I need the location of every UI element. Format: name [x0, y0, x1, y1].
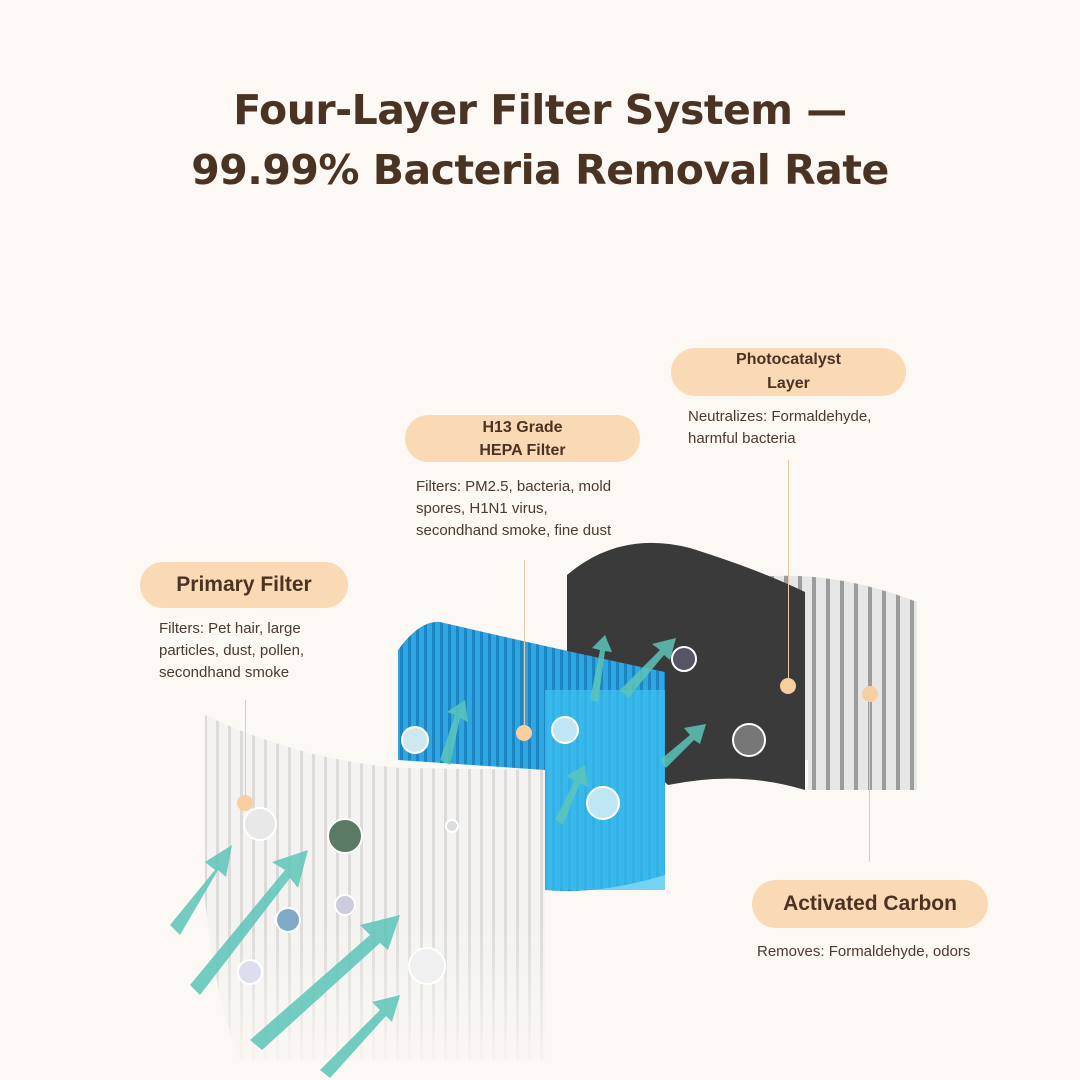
primary-marker-dot — [237, 795, 253, 811]
activated-carbon-description: Removes: Formaldehyde, odors — [757, 941, 970, 963]
desc-line: Filters: PM2.5, bacteria, mold — [416, 478, 612, 495]
hepa-filter-description: Filters: PM2.5, bacteria, mold spores, H… — [416, 476, 611, 542]
carbon-leader-line — [869, 702, 870, 862]
photocatalyst-description: Neutralizes: Formaldehyde, harmful bacte… — [688, 406, 871, 450]
hepa-marker-dot — [516, 725, 532, 741]
carbon-title: Activated Carbon — [783, 892, 957, 915]
photocatalyst-leader-line — [788, 460, 789, 680]
hepa-filter-label: H13 Grade HEPA Filter — [405, 415, 640, 462]
desc-line: Neutralizes: Formaldehyde, — [688, 408, 872, 425]
particle-icons — [237, 646, 766, 985]
hepa-title-line1: H13 Grade — [482, 418, 563, 436]
photocatalyst-label: Photocatalyst Layer — [671, 348, 906, 396]
primary-filter-description: Filters: Pet hair, large particles, dust… — [159, 618, 304, 684]
primary-filter-label: Primary Filter — [140, 562, 348, 608]
photocatalyst-marker-dot — [780, 678, 796, 694]
airflow-arrows — [170, 635, 706, 1078]
hepa-leader-line — [524, 560, 525, 726]
photocatalyst-title-line2: Layer — [767, 375, 810, 392]
desc-line: particles, dust, pollen, — [159, 642, 305, 659]
carbon-marker-dot — [862, 686, 878, 702]
hepa-title-line2: HEPA Filter — [479, 441, 566, 459]
desc-line: harmful bacteria — [688, 430, 796, 447]
photocatalyst-title-line1: Photocatalyst — [736, 351, 841, 368]
desc-line: Filters: Pet hair, large — [159, 620, 301, 637]
primary-filter-title: Primary Filter — [176, 573, 312, 596]
desc-line: Removes: Formaldehyde, odors — [757, 943, 971, 960]
activated-carbon-label: Activated Carbon — [752, 880, 988, 928]
desc-line: secondhand smoke, fine dust — [416, 522, 612, 539]
page-title-line1: Four-Layer Filter System — — [233, 86, 847, 134]
desc-line: secondhand smoke — [159, 664, 290, 681]
page-title-line2: 99.99% Bacteria Removal Rate — [191, 146, 889, 194]
desc-line: spores, H1N1 virus, — [416, 500, 548, 517]
primary-leader-line — [245, 700, 246, 800]
